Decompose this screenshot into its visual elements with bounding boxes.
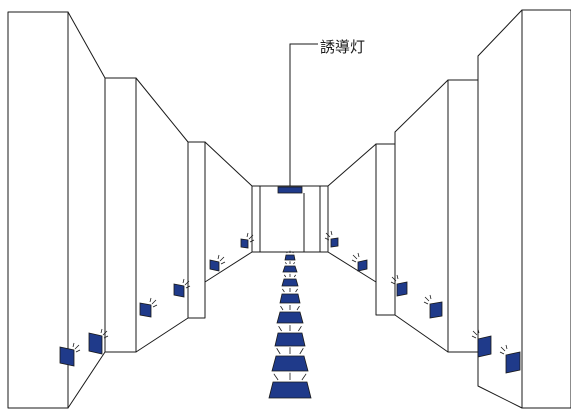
wall-light-ray	[219, 256, 225, 262]
wall-light-ray	[390, 281, 396, 285]
wall-light	[88, 332, 103, 355]
floor-light-ray	[293, 274, 297, 278]
right-pillar-1-front	[521, 9, 571, 409]
wall-light-ray	[102, 330, 108, 336]
wall-light-ray	[74, 344, 80, 350]
floor-light-ray	[280, 305, 284, 311]
right-pillar-3-side	[327, 143, 377, 283]
wall-light-ray	[246, 232, 249, 238]
wall-light-ray	[151, 299, 157, 305]
corridor-walls	[7, 9, 571, 409]
floor-light-ray	[282, 288, 285, 293]
wall-light	[209, 259, 220, 272]
wall-light-ray	[499, 351, 505, 355]
wall-light-ray	[351, 259, 357, 263]
wall-light	[59, 346, 75, 367]
wall-light-ray	[325, 232, 331, 238]
end-wall	[251, 185, 329, 253]
light-rays	[72, 230, 508, 381]
right-pillar-3-front	[375, 143, 396, 316]
wall-light	[357, 259, 368, 272]
wall-light-ray	[429, 294, 432, 300]
wall-light-ray	[477, 328, 480, 334]
floor-light-ray	[273, 373, 279, 381]
wall-light	[240, 238, 249, 249]
wall-light-ray	[103, 335, 109, 339]
wall-light-ray	[505, 344, 508, 350]
floor-light-ray	[292, 251, 295, 254]
wall-lights	[59, 237, 521, 374]
callout-leader-line	[289, 43, 318, 186]
floor-light	[284, 254, 296, 261]
wall-light-ray	[249, 239, 255, 243]
guide-light-label: 誘導灯	[320, 38, 366, 56]
wall-light-ray	[217, 254, 220, 260]
wall-light-ray	[100, 328, 103, 334]
wall-light	[396, 281, 408, 297]
right-pillar-2-front	[447, 79, 479, 353]
wall-light-ray	[423, 301, 429, 305]
floor-light-ray	[295, 288, 298, 293]
floor-lights	[268, 254, 312, 399]
floor-light	[276, 311, 304, 324]
wall-light	[505, 351, 521, 374]
wall-light-ray	[182, 278, 185, 284]
floor-light-ray	[276, 348, 281, 355]
wall-light-ray	[248, 234, 254, 240]
floor-light	[274, 332, 306, 347]
wall-light-ray	[396, 274, 399, 280]
wall-light	[477, 335, 492, 358]
floor-light-ray	[278, 325, 282, 332]
wall-light-ray	[220, 261, 226, 265]
floor-light	[271, 355, 309, 372]
floor-light	[282, 265, 298, 273]
floor-light-ray	[284, 262, 287, 265]
left-pillar-2-front	[104, 77, 137, 353]
floor-light-ray	[293, 262, 296, 265]
floor-light-ray	[283, 274, 287, 278]
wall-light-ray	[152, 304, 158, 308]
wall-light-ray	[500, 346, 506, 352]
wall-light-ray	[391, 276, 397, 282]
wall-light	[429, 301, 443, 319]
left-pillar-3-front	[187, 141, 206, 319]
wall-light-ray	[324, 237, 330, 241]
floor-light-ray	[298, 325, 302, 332]
wall-light-ray	[185, 285, 191, 289]
floor-light-ray	[301, 373, 307, 381]
left-pillar-1-front	[7, 11, 69, 409]
exit-light	[277, 186, 303, 194]
floor-light	[281, 278, 299, 287]
wall-light-ray	[75, 349, 81, 353]
wall-light-ray	[72, 342, 75, 348]
wall-light	[330, 237, 339, 248]
floor-light	[268, 381, 312, 399]
wall-light-ray	[352, 254, 358, 260]
wall-light-ray	[330, 230, 333, 236]
floor-light-ray	[296, 305, 300, 311]
wall-light	[139, 302, 152, 318]
wall-light-ray	[149, 297, 152, 303]
wall-light-ray	[184, 280, 190, 286]
floor-light	[279, 293, 301, 304]
wall-light-ray	[357, 252, 360, 258]
wall-light-ray	[471, 335, 477, 339]
wall-light-ray	[472, 330, 478, 336]
floor-light-ray	[285, 251, 288, 254]
right-pillar-1-side	[477, 9, 523, 409]
floor-light-ray	[299, 348, 304, 355]
wall-light-ray	[424, 296, 430, 302]
wall-light	[173, 283, 185, 298]
